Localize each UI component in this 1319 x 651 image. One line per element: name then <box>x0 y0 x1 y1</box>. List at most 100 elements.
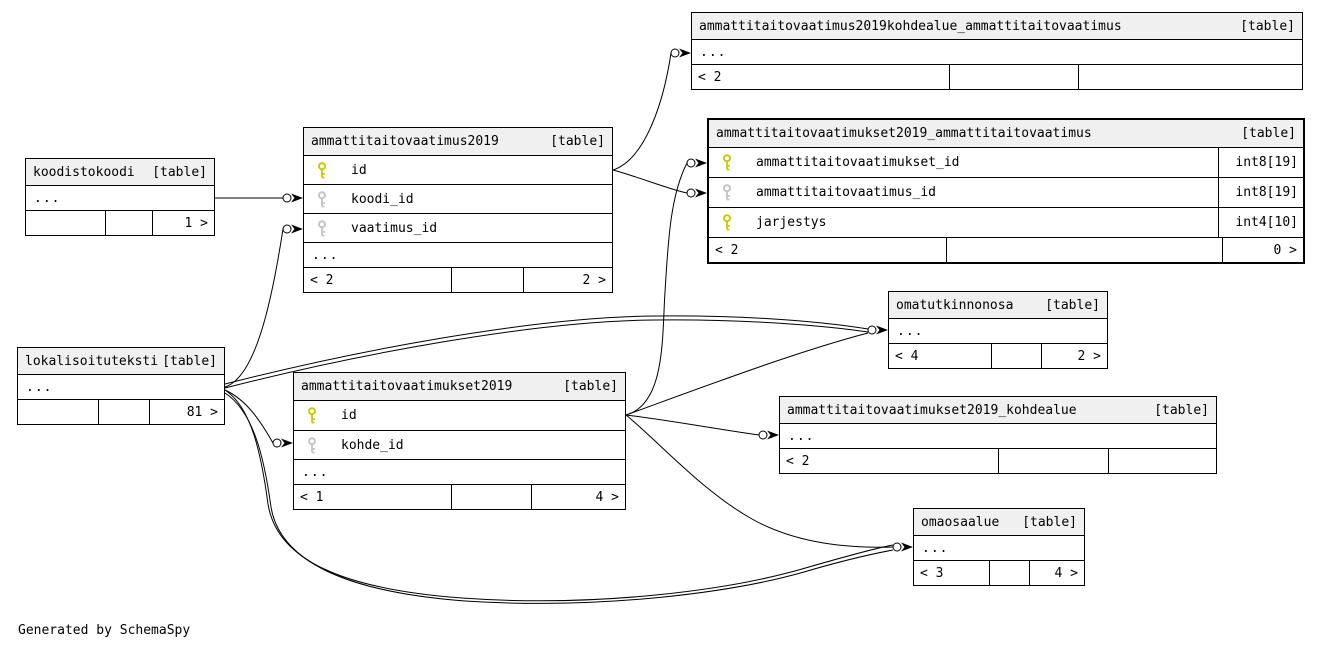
footer-parents <box>26 211 105 235</box>
table-footer: < 2 0 > <box>709 238 1303 262</box>
table-footer: 1 > <box>26 211 214 235</box>
primary-key-icon <box>318 161 326 178</box>
footer-mid <box>451 485 531 509</box>
footer-parents <box>18 400 98 424</box>
fk-connector <box>272 438 293 448</box>
table-omatutkinnonosa: omatutkinnonosa [table] ... < 4 2 > <box>888 291 1108 369</box>
table-ammattitaitovaatimukset2019-kohdealue: ammattitaitovaatimukset2019_kohdealue [t… <box>779 396 1217 474</box>
footer-parents: < 2 <box>715 242 739 258</box>
table-footer: < 2 <box>692 65 1302 89</box>
relationship-line <box>612 52 672 171</box>
fk-connector <box>282 193 303 203</box>
primary-key-icon <box>723 154 731 171</box>
footer-mid <box>946 238 1222 262</box>
column-row[interactable]: ammattitaitovaatimus_id int8[19] <box>709 178 1303 208</box>
column-name: id <box>341 408 357 423</box>
footer-parents: < 2 <box>310 272 334 288</box>
footer-mid <box>98 400 149 424</box>
table-header[interactable]: lokalisoituteksti [table] <box>18 348 224 375</box>
table-header[interactable]: ammattitaitovaatimus2019 [table] <box>304 128 612 156</box>
table-tag: [table] <box>1154 402 1209 418</box>
relationship-line <box>224 228 284 388</box>
footer-mid <box>989 561 1029 585</box>
table-tag: [table] <box>563 379 618 394</box>
relationship-line <box>224 319 869 389</box>
table-lokalisoituteksti: lokalisoituteksti [table] ... 81 > <box>17 347 225 425</box>
column-name: ammattitaitovaatimus_id <box>756 185 937 200</box>
column-row[interactable]: jarjestys int4[10] <box>709 208 1303 238</box>
column-name: vaatimus_id <box>351 220 438 236</box>
table-title: koodistokoodi <box>33 164 135 180</box>
table-tag: [table] <box>550 134 605 149</box>
footer-parents: < 1 <box>300 489 324 505</box>
primary-key-icon <box>308 407 316 424</box>
table-tag: [table] <box>1241 126 1296 141</box>
table-header[interactable]: ammattitaitovaatimus2019kohdealue_ammatt… <box>692 13 1302 40</box>
table-ammattitaitovaatimus2019: ammattitaitovaatimus2019 [table] id kood… <box>303 127 613 293</box>
column-row[interactable]: id <box>294 401 625 431</box>
footer-children: 4 > <box>531 485 625 509</box>
table-tag: [table] <box>1240 18 1295 34</box>
hidden-columns-row: ... <box>692 40 1302 65</box>
fk-connector <box>282 224 303 234</box>
footer-children <box>1108 449 1216 473</box>
footer-mid <box>998 449 1108 473</box>
generator-credit: Generated by SchemaSpy <box>18 623 191 638</box>
table-title: omaosaalue <box>921 514 1000 530</box>
footer-children: 4 > <box>1029 561 1084 585</box>
hidden-columns-row: ... <box>294 460 625 485</box>
fk-connector <box>867 325 888 335</box>
footer-children: 2 > <box>523 268 612 292</box>
fk-connector <box>686 188 707 198</box>
relationship-line <box>224 392 894 604</box>
table-title: ammattitaitovaatimukset2019_kohdealue <box>787 402 1077 418</box>
fk-connectors <box>272 48 913 552</box>
table-title: ammattitaitovaatimukset2019 <box>301 379 513 394</box>
foreign-key-icon <box>318 219 326 236</box>
footer-parents: < 2 <box>786 453 810 469</box>
footer-parents: < 4 <box>895 348 919 364</box>
footer-mid <box>105 211 152 235</box>
column-row[interactable]: id <box>304 156 612 185</box>
foreign-key-icon <box>318 190 326 207</box>
relationship-line <box>625 414 894 548</box>
column-name: ammattitaitovaatimukset_id <box>756 155 960 170</box>
footer-parents: < 3 <box>920 565 944 581</box>
table-footer: < 4 2 > <box>889 344 1107 368</box>
table-header[interactable]: omaosaalue [table] <box>914 509 1084 536</box>
hidden-columns-row: ... <box>780 424 1216 449</box>
footer-children: 81 > <box>149 400 224 424</box>
footer-mid <box>451 268 523 292</box>
table-ammattitaitovaatimus2019kohdealue-ammattitaitovaatimus: ammattitaitovaatimus2019kohdealue_ammatt… <box>691 12 1303 90</box>
column-row[interactable]: koodi_id <box>304 185 612 214</box>
table-footer: < 2 <box>780 449 1216 473</box>
hidden-columns-row: ... <box>18 375 224 400</box>
table-footer: < 3 4 > <box>914 561 1084 585</box>
relationship-line <box>224 389 274 444</box>
footer-children: 0 > <box>1222 238 1303 262</box>
relationship-line <box>625 162 688 416</box>
table-tag: [table] <box>152 164 207 180</box>
fk-connector <box>686 158 707 168</box>
column-name: id <box>351 162 367 178</box>
table-title: ammattitaitovaatimukset2019_ammattitaito… <box>716 126 1092 141</box>
table-footer: < 1 4 > <box>294 485 625 509</box>
column-row[interactable]: vaatimus_id <box>304 214 612 243</box>
column-row[interactable]: kohde_id <box>294 431 625 460</box>
column-type: int8[19] <box>1218 178 1303 207</box>
table-header[interactable]: ammattitaitovaatimukset2019_ammattitaito… <box>709 120 1303 148</box>
table-header[interactable]: ammattitaitovaatimukset2019 [table] <box>294 373 625 401</box>
column-row[interactable]: ammattitaitovaatimukset_id int8[19] <box>709 148 1303 178</box>
hidden-columns-row: ... <box>889 319 1107 344</box>
table-footer: 81 > <box>18 400 224 424</box>
footer-children <box>1078 65 1302 89</box>
table-header[interactable]: koodistokoodi [table] <box>26 159 214 186</box>
table-header[interactable]: omatutkinnonosa [table] <box>889 292 1107 319</box>
table-title: ammattitaitovaatimus2019kohdealue_ammatt… <box>699 18 1122 34</box>
column-type: int8[19] <box>1218 148 1303 177</box>
relationship-line <box>224 389 894 602</box>
table-title: ammattitaitovaatimus2019 <box>311 134 499 149</box>
table-header[interactable]: ammattitaitovaatimukset2019_kohdealue [t… <box>780 397 1216 424</box>
table-title: omatutkinnonosa <box>896 297 1014 313</box>
